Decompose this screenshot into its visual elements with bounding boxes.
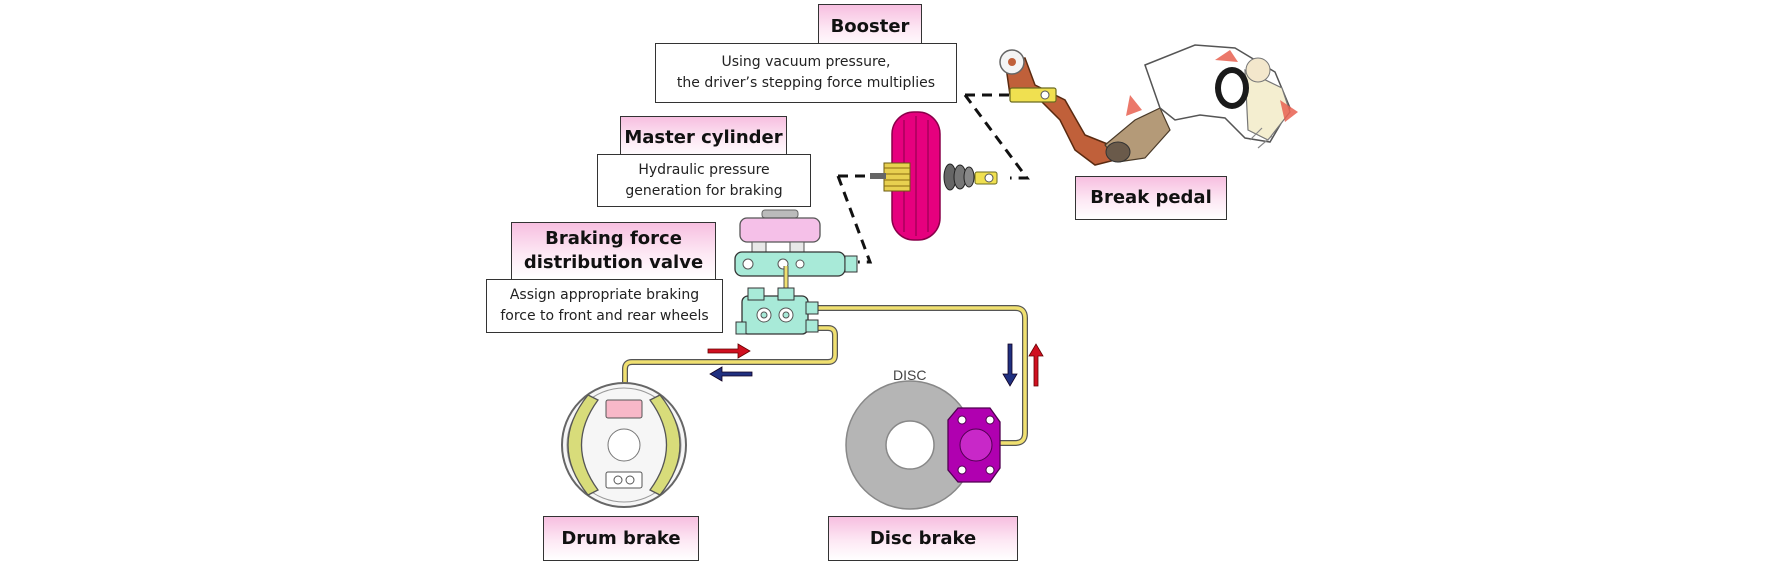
disc-brake-illustration: DISC [845, 367, 1001, 510]
flow-arrows [707, 343, 1044, 387]
distribution-valve-title: Braking force distribution valve [511, 222, 716, 280]
arrow-release-left [709, 366, 753, 382]
disc-brake-title: Disc brake [828, 516, 1018, 561]
driver-illustration [1126, 44, 1298, 149]
connector-master-to-valve [836, 175, 873, 264]
booster-illustration [870, 111, 998, 241]
master-cylinder-title: Master cylinder [620, 116, 787, 159]
booster-description: Using vacuum pressure, the driver’s step… [655, 43, 957, 103]
brake-pedal-title: Break pedal [1075, 176, 1227, 220]
master-cylinder-illustration [734, 209, 858, 277]
drum-brake-illustration [561, 382, 687, 508]
distribution-valve-illustration [735, 287, 819, 335]
arrow-apply-up [1028, 343, 1044, 387]
arrow-release-down [1002, 343, 1018, 387]
brake-lines [622, 266, 1028, 446]
arrow-apply-right [707, 343, 751, 359]
drum-brake-title: Drum brake [543, 516, 699, 561]
disc-text: DISC [893, 367, 926, 383]
master-cylinder-description: Hydraulic pressure generation for brakin… [597, 154, 811, 207]
brake-pedal-illustration [999, 49, 1171, 166]
connector-booster-desc [963, 94, 1030, 180]
distribution-valve-description: Assign appropriate braking force to fron… [486, 279, 723, 333]
